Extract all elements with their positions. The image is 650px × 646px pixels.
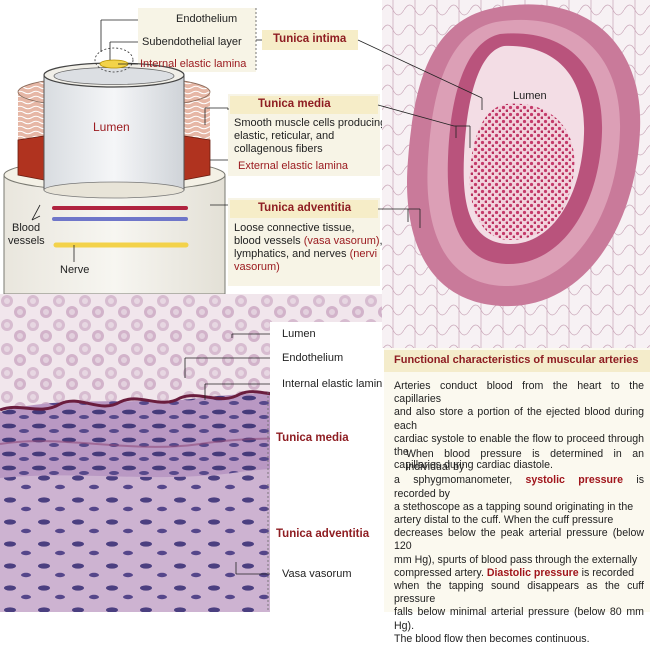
- tunica-intima-title: Tunica intima: [273, 33, 347, 45]
- micro-label-media: Tunica media: [276, 432, 349, 444]
- micro-label-endothelium: Endothelium: [282, 352, 344, 364]
- tunica-adventitia-title: Tunica adventitia: [258, 202, 352, 214]
- functional-title: Functional characteristics of muscular a…: [394, 354, 639, 366]
- p2-line-2-c: is recorded by: [394, 474, 645, 500]
- micro-label-vasa-vasorum: Vasa vasorum: [282, 568, 352, 580]
- p1-line-3: cardiac systole to enable the flow to pr…: [394, 432, 644, 459]
- functional-title-bar: [384, 350, 650, 372]
- p2-line-2: a sphygmomanometer, systolic pressure is…: [394, 474, 644, 500]
- p1-line-2: and also store a portion of the ejected …: [394, 406, 644, 432]
- label-external-elastic-lamina: External elastic lamina: [238, 160, 349, 172]
- label-nerve: Nerve: [60, 264, 90, 276]
- adventitia-desc-3a: lymphatics, and nerves: [234, 248, 350, 260]
- schematic-diagram: Endothelium Subendothelial layer Interna…: [0, 0, 386, 294]
- intima-label-panel: [138, 8, 256, 72]
- adventitia-desc-2a: blood vessels: [234, 235, 304, 247]
- label-endothelium: Endothelium: [176, 13, 238, 25]
- p2-line-9: falls below minimal arterial pressure (b…: [394, 606, 644, 632]
- label-lumen-diagram: Lumen: [93, 120, 130, 134]
- adventitia-desc-3: lymphatics, and nerves (nervi: [234, 248, 377, 261]
- adventitia-desc-4: vasorum): [234, 261, 280, 273]
- wall-section-label-strip: [270, 322, 382, 612]
- functional-paragraph-2: When blood pressure is determined in an …: [394, 448, 644, 646]
- adventitia-desc-2c: ,: [380, 235, 383, 247]
- p2-line-7: compressed artery. Diastolic pressure is…: [394, 567, 644, 580]
- label-lumen-micrograph: Lumen: [513, 90, 547, 102]
- micro-label-internal-elastic: Internal elastic lamina: [282, 378, 382, 390]
- p2-line-8: when the tapping sound disappears as the…: [394, 580, 644, 606]
- label-blood: Blood: [12, 222, 41, 234]
- p2-line-7-c: is recorded: [578, 566, 635, 579]
- tunica-intima-tag: [262, 30, 358, 50]
- adventitia-desc-1: Loose connective tissue,: [234, 222, 355, 234]
- functional-paragraph-1: Arteries conduct blood from the heart to…: [394, 380, 644, 472]
- systolic-pressure-term: systolic pressure: [525, 474, 624, 487]
- micrograph-cross-section: Lumen: [382, 0, 650, 348]
- micro-label-lumen: Lumen: [282, 328, 316, 340]
- p2-line-2-a: a sphygmomanometer,: [394, 474, 526, 487]
- p2-line-4: artery distal to the cuff. When the cuff…: [394, 514, 614, 527]
- p2-line-7-a: compressed artery.: [394, 566, 487, 579]
- micrograph-pointer-lines: [357, 39, 483, 228]
- tunica-media-title: Tunica media: [258, 98, 331, 110]
- label-subendothelial-layer: Subendothelial layer: [142, 36, 242, 48]
- adventitia-desc-3b: (nervi: [349, 248, 378, 260]
- media-desc-1: Smooth muscle cells producing: [234, 117, 387, 129]
- adventitia-desc-2: blood vessels (vasa vasorum),: [234, 235, 383, 248]
- vessel-illustration: [3, 8, 262, 294]
- p1-line-1: Arteries conduct blood from the heart to…: [394, 380, 644, 406]
- adventitia-desc-2b: (vasa vasorum): [303, 235, 380, 247]
- micrograph-cross-section-image: [382, 0, 650, 348]
- p2-line-10: The blood flow then becomes continuous.: [394, 632, 590, 645]
- p2-line-1: When blood pressure is determined in an …: [406, 448, 644, 474]
- media-desc-2: elastic, reticular, and: [234, 130, 335, 142]
- p2-line-3: a stethoscope as a tapping sound origina…: [394, 500, 634, 513]
- p2-line-6: mm Hg), spurts of blood pass through the…: [394, 553, 638, 566]
- p1-line-4: capillaries during cardiac diastole.: [394, 459, 553, 472]
- tunica-adventitia-tag: [230, 200, 378, 218]
- micrograph-wall-section: Lumen Endothelium Internal elastic lamin…: [0, 294, 382, 612]
- functional-panel: Functional characteristics of muscular a…: [384, 348, 650, 645]
- diastolic-pressure-term: Diastolic pressure: [486, 566, 579, 579]
- label-internal-elastic-lamina: Internal elastic lamina: [140, 58, 247, 70]
- label-vessels: vessels: [8, 235, 45, 247]
- micro-label-adventitia: Tunica adventitia: [276, 528, 370, 540]
- media-desc-3: collagenous fibers: [234, 143, 323, 155]
- tunica-media-tag: [230, 96, 378, 114]
- p2-line-5: decreases below the peak arterial pressu…: [394, 527, 644, 553]
